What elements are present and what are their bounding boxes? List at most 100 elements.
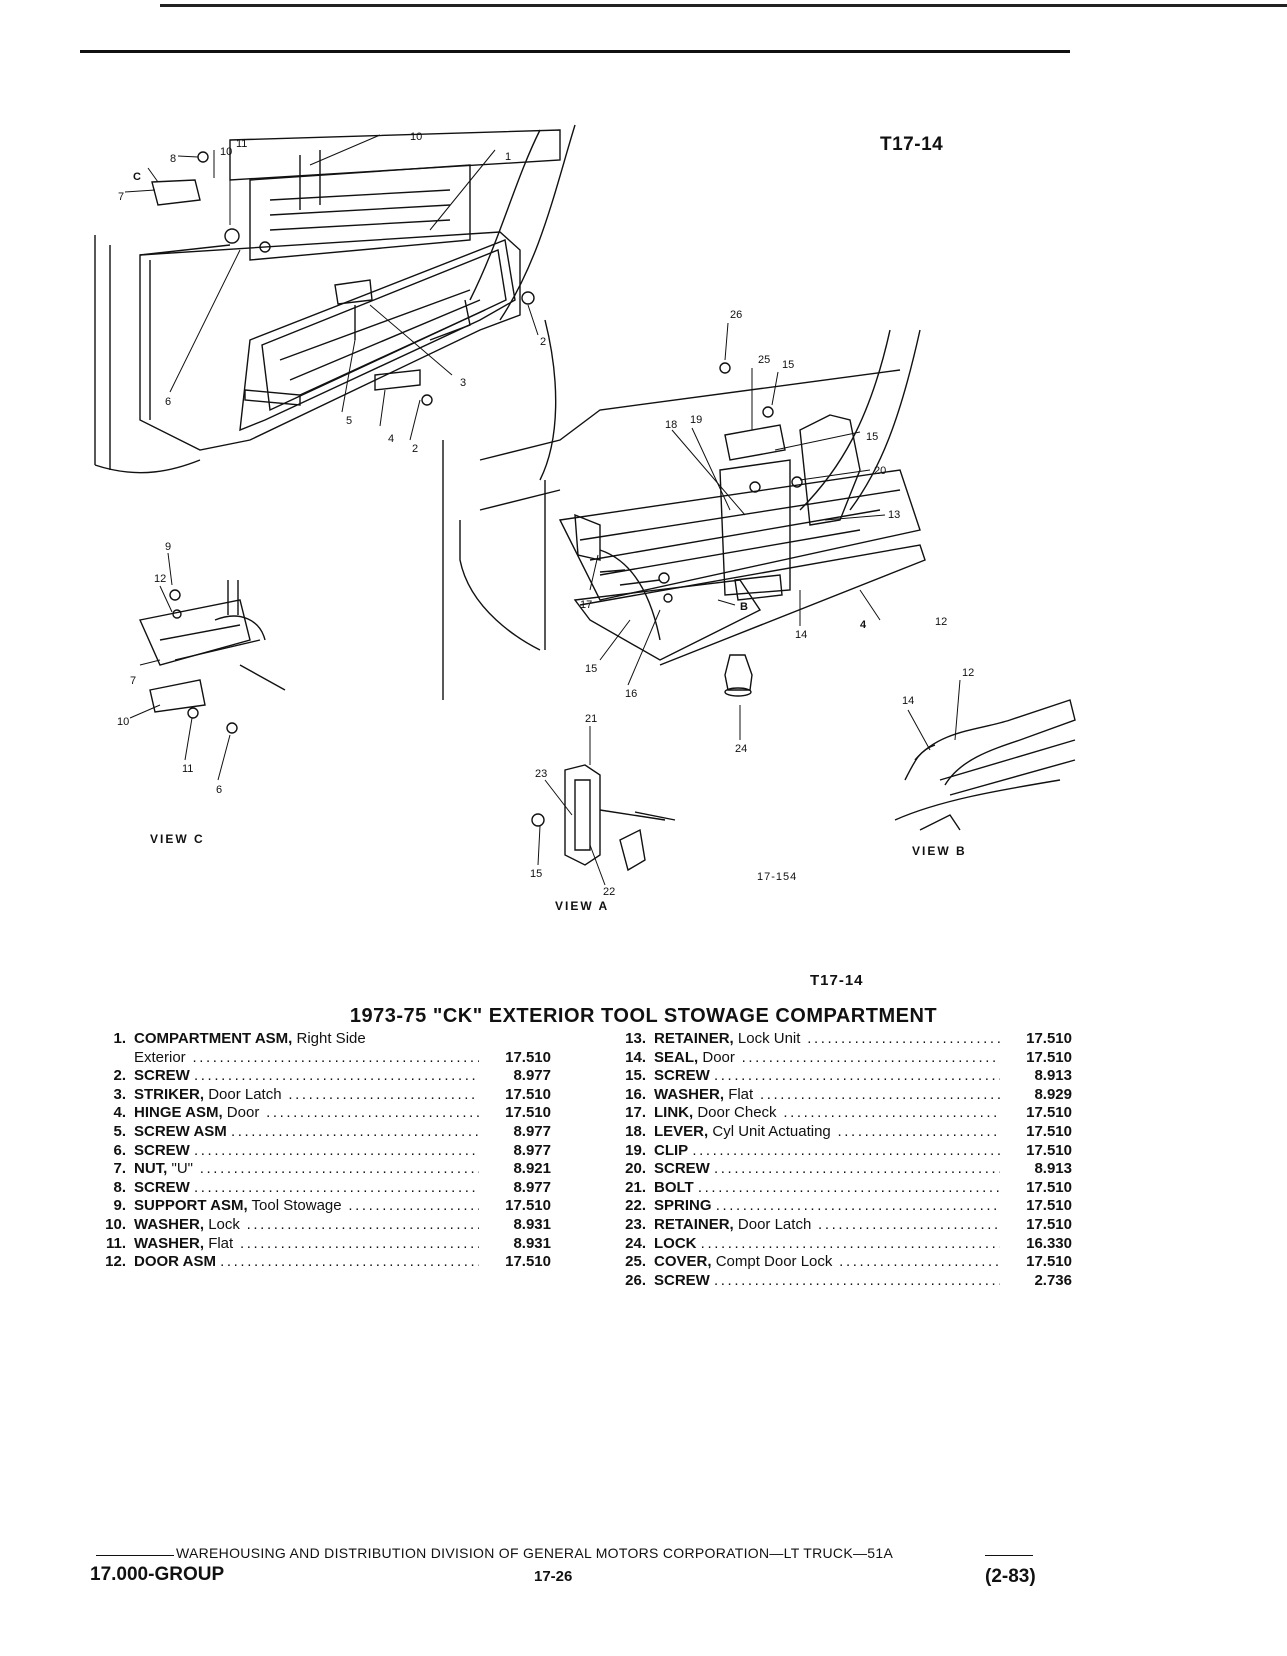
footer-group: 17.000-GROUP [90, 1564, 225, 1585]
callout: 12 [962, 667, 974, 679]
callouts-lock: 26 25 15 18 19 15 20 13 17 B 4 12 14 15 … [580, 309, 947, 755]
part-number-index: 24. [625, 1234, 646, 1252]
part-description: SCREW ..................................… [654, 1067, 1000, 1086]
part-description: SPRING .................................… [654, 1197, 1000, 1216]
footer-page-number: 17-26 [534, 1568, 573, 1585]
parts-row: 20.SCREW ...............................… [596, 1160, 1072, 1179]
parts-row: 18.LEVER, Cyl Unit Actuating ...........… [596, 1123, 1072, 1142]
part-number-index: 5. [113, 1122, 126, 1140]
exploded-view-illustration: 8 10 11 10 1 C 7 6 5 4 3 2 2 26 25 15 18… [94, 124, 1076, 913]
part-detail: "U" [171, 1160, 193, 1178]
callout: 16 [625, 688, 637, 700]
leader-dots: ........................................… [220, 1253, 479, 1271]
leader-dots: ........................................… [288, 1085, 479, 1103]
part-catalog-number: 17.510 [1026, 1253, 1072, 1271]
part-name: LOCK [654, 1234, 697, 1252]
callout: 24 [735, 743, 747, 755]
part-number-index: 25. [625, 1253, 646, 1271]
callout: C [133, 171, 141, 183]
part-name: HINGE ASM, [134, 1104, 223, 1122]
part-name: WASHER, [654, 1085, 725, 1103]
callout: 3 [460, 377, 466, 389]
leader-dots: ........................................… [692, 1141, 1000, 1159]
callout: 22 [603, 886, 615, 898]
callout: 11 [236, 138, 247, 150]
part-name: COVER, [654, 1253, 712, 1271]
callout: 25 [758, 354, 770, 366]
part-detail: Door Latch [208, 1085, 282, 1103]
part-catalog-number: 17.510 [505, 1048, 551, 1066]
callout: 15 [585, 663, 597, 675]
part-name: SCREW [654, 1160, 710, 1178]
leader-dots: ........................................… [194, 1178, 479, 1196]
parts-row: 22. SPRING ..............................… [596, 1197, 1072, 1216]
parts-row: 12.DOOR ASM ............................… [76, 1253, 551, 1272]
part-description: SCREW ..................................… [134, 1142, 479, 1161]
callout: 13 [888, 509, 900, 521]
part-name: CLIP [654, 1141, 689, 1159]
part-catalog-number: 8.931 [513, 1215, 551, 1233]
part-number-index: 2. [113, 1067, 126, 1085]
view-c-label: VIEW C [150, 832, 205, 846]
door-lock-assembly-drawing [442, 319, 926, 700]
part-detail: Exterior [134, 1048, 186, 1066]
leader-dots: ........................................… [246, 1215, 479, 1233]
part-name: SCREW [654, 1271, 710, 1289]
part-name: WASHER, [134, 1234, 205, 1252]
part-number-index: 26. [625, 1271, 646, 1289]
footer-date: (2-83) [985, 1566, 1036, 1587]
part-catalog-number: 8.929 [1034, 1085, 1072, 1103]
leader-dots: ........................................… [239, 1234, 479, 1252]
part-catalog-number: 17.510 [1026, 1122, 1072, 1140]
part-name: STRIKER, [134, 1085, 205, 1103]
parts-row: 9.SUPPORT ASM, Tool Stowage ............… [76, 1197, 551, 1216]
view-b-drawing [894, 699, 1076, 831]
leader-dots: ........................................… [194, 1141, 479, 1159]
part-description: RETAINER, Door Latch ...................… [654, 1216, 1000, 1235]
part-description: COVER, Compt Door Lock .................… [654, 1253, 1000, 1272]
view-c-drawing [139, 580, 286, 734]
callout: 15 [782, 359, 794, 371]
parts-row: 21.BOLT ................................… [596, 1179, 1072, 1198]
parts-row: 11.WASHER, Flat ........................… [76, 1235, 551, 1254]
part-number-index: 15. [625, 1067, 646, 1085]
parts-list-right: 13.RETAINER, Lock Unit .................… [596, 1030, 1072, 1290]
ref-code-top: T17-14 [880, 134, 944, 155]
part-detail: Compt Door Lock [715, 1253, 833, 1271]
leader-dots: ........................................… [837, 1122, 1000, 1140]
leader-dots: ........................................… [230, 1122, 479, 1140]
part-description: Exterior ...............................… [134, 1049, 479, 1068]
part-name: NUT, [134, 1160, 168, 1178]
footer-publisher: WAREHOUSING AND DISTRIBUTION DIVISION OF… [176, 1545, 894, 1561]
leader-dots: ........................................… [783, 1104, 1000, 1122]
part-number-index: 22. [625, 1197, 646, 1215]
part-name: RETAINER, [654, 1215, 734, 1233]
part-catalog-number: 17.510 [505, 1197, 551, 1215]
part-name: SUPPORT ASM, [134, 1197, 248, 1215]
leader-dots: ........................................… [714, 1160, 1000, 1178]
part-description: LEVER, Cyl Unit Actuating ..............… [654, 1123, 1000, 1142]
parts-row: 7.NUT, "U" .............................… [76, 1160, 551, 1179]
part-name: WASHER, [134, 1215, 205, 1233]
part-description: LINK, Door Check .......................… [654, 1104, 1000, 1123]
part-name: DOOR ASM [134, 1253, 216, 1271]
callout: 7 [130, 675, 136, 687]
part-detail: Lock [208, 1215, 240, 1233]
part-catalog-number: 17.510 [1026, 1178, 1072, 1196]
part-catalog-number: 8.977 [513, 1122, 551, 1140]
view-b-label: VIEW B [912, 844, 967, 858]
footer-rule-left [96, 1555, 174, 1556]
callout: 6 [216, 784, 222, 796]
callout: 1 [505, 151, 511, 163]
part-name: SCREW [134, 1141, 190, 1159]
part-name: SCREW [654, 1067, 710, 1085]
parts-row: Exterior ...............................… [76, 1049, 551, 1068]
callout: 11 [182, 763, 193, 775]
part-number-index: 17. [625, 1104, 646, 1122]
part-number-index: 6. [113, 1141, 126, 1159]
callout: 15 [530, 868, 542, 880]
part-description: SEAL, Door .............................… [654, 1049, 1000, 1068]
leader-dots: ........................................… [818, 1215, 1000, 1233]
callouts-view-c: 9 12 7 10 11 6 [117, 541, 222, 796]
parts-row: 23.RETAINER, Door Latch ................… [596, 1216, 1072, 1235]
